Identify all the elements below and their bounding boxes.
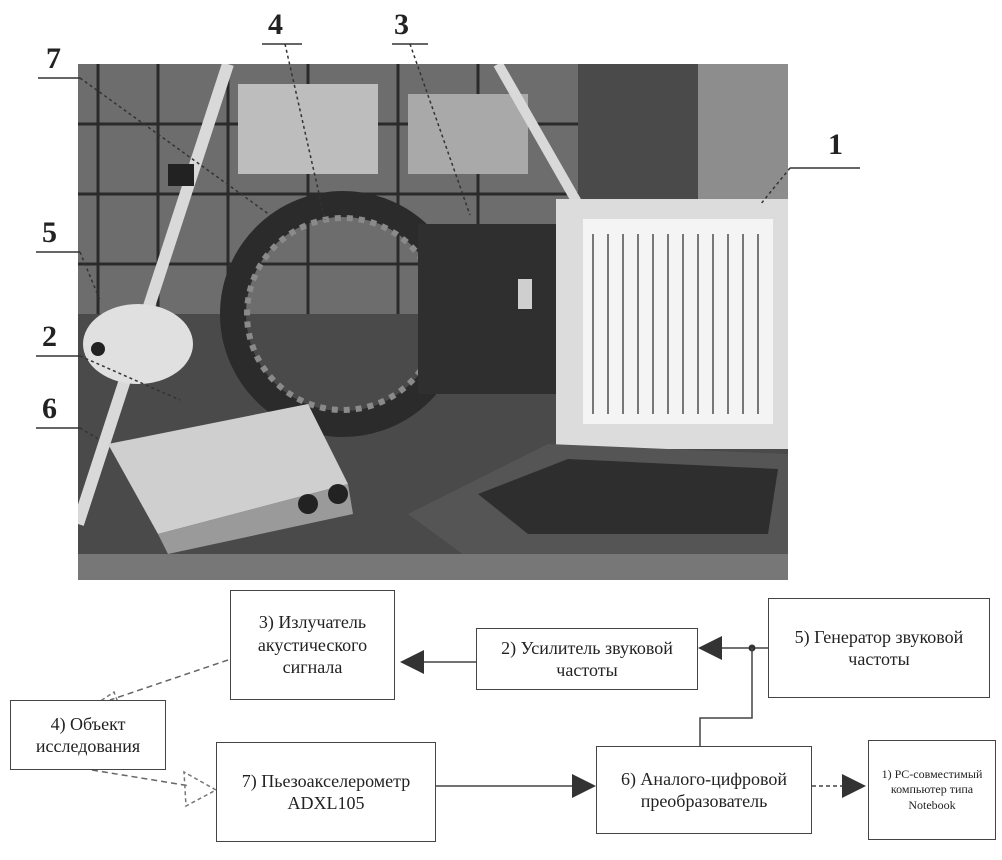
block-generator: 5) Генератор звуковой частоты bbox=[768, 598, 990, 698]
block-accelerometer: 7) Пьезоакселерометр ADXL105 bbox=[216, 742, 436, 842]
block-emitter-line-1: 3) Излучатель bbox=[259, 611, 366, 634]
block-object: 4) Объект исследования bbox=[10, 700, 166, 770]
block-generator-line-1: 5) Генератор звуковой bbox=[795, 626, 964, 649]
block-emitter: 3) Излучатель акустического сигнала bbox=[230, 590, 395, 700]
block-computer-line-2: компьютер типа bbox=[891, 782, 973, 798]
block-emitter-line-2: акустического bbox=[258, 634, 367, 657]
block-computer-line-3: Notebook bbox=[908, 798, 955, 814]
block-emitter-line-3: сигнала bbox=[283, 656, 343, 679]
block-object-line-2: исследования bbox=[36, 735, 140, 758]
block-adc-line-1: 6) Аналого-цифровой bbox=[621, 768, 787, 791]
block-computer: 1) PC-совместимый компьютер типа Noteboo… bbox=[868, 740, 996, 840]
block-amplifier-line-1: 2) Усилитель звуковой bbox=[501, 637, 673, 660]
block-object-line-1: 4) Объект bbox=[51, 713, 126, 736]
block-amplifier: 2) Усилитель звуковой частоты bbox=[476, 628, 698, 690]
block-generator-line-2: частоты bbox=[848, 648, 909, 671]
block-accelerometer-line-1: 7) Пьезоакселерометр bbox=[242, 770, 411, 793]
block-computer-line-1: 1) PC-совместимый bbox=[882, 767, 983, 783]
block-adc-line-2: преобразователь bbox=[641, 790, 768, 813]
block-amplifier-line-2: частоты bbox=[556, 659, 617, 682]
block-accelerometer-line-2: ADXL105 bbox=[288, 792, 365, 815]
block-adc: 6) Аналого-цифровой преобразователь bbox=[596, 746, 812, 834]
